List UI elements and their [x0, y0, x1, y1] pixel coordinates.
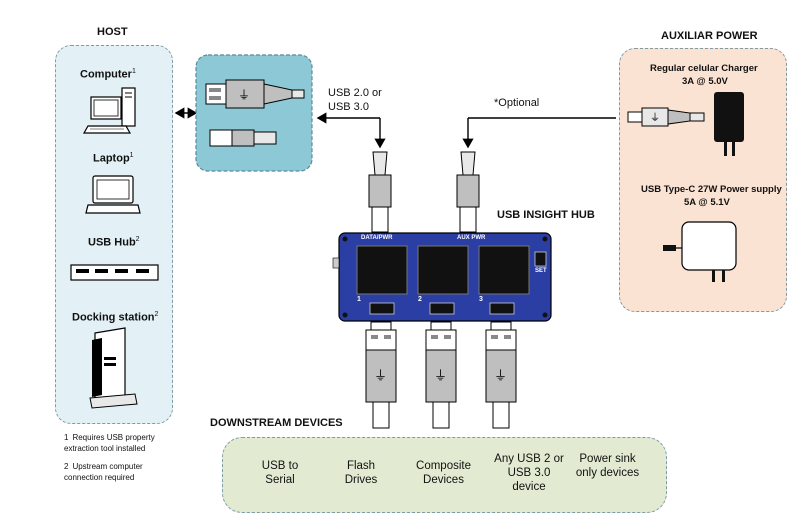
downstream-plug-1: ⏚ — [365, 321, 397, 429]
usb-hub-icon — [70, 264, 159, 281]
aux-pwr-plug — [456, 151, 480, 233]
computer-label: Computer1 — [80, 68, 136, 81]
downstream-device-flash-drives: Flash Drives — [344, 460, 378, 486]
data-pwr-plug — [368, 151, 392, 233]
downstream-title: DOWNSTREAM DEVICES — [210, 417, 343, 429]
regular-charger-icon: ⏚ — [627, 92, 744, 156]
usb-insight-hub-board — [332, 232, 552, 322]
usb-cable-box: ⏚ — [195, 54, 313, 172]
usb-hub-label: USB Hub2 — [88, 236, 140, 249]
svg-text:⏚: ⏚ — [650, 112, 660, 124]
hub-port-number-3: 3 — [479, 296, 483, 303]
laptop-icon — [85, 175, 141, 214]
aux-power-title: AUXILIAR POWER — [661, 30, 758, 42]
downstream-device-usb-serial: USB to Serial — [261, 460, 299, 486]
host-title: HOST — [97, 26, 128, 38]
typec-rating: 5A @ 5.1V — [684, 197, 730, 208]
svg-text:⏚: ⏚ — [434, 369, 447, 384]
typec-power-supply-icon — [663, 221, 737, 282]
hub-data-pwr-label: DATA/PWR — [361, 235, 393, 241]
hub-port-number-1: 1 — [357, 296, 361, 303]
charger-name: Regular celular Charger — [650, 63, 758, 74]
svg-text:⏚: ⏚ — [374, 369, 387, 384]
optional-label: *Optional — [494, 97, 540, 109]
downstream-device-composite: Composite Devices — [416, 460, 471, 486]
computer-icon — [82, 87, 136, 134]
docking-station-label: Docking station2 — [72, 311, 159, 324]
downstream-panel — [222, 437, 667, 513]
svg-text:⏚: ⏚ — [238, 88, 250, 102]
hub-port-number-2: 2 — [418, 296, 422, 303]
downstream-plug-3: ⏚ — [485, 321, 517, 429]
downstream-device-any-usb: Any USB 2 or USB 3.0 device — [494, 453, 564, 493]
docking-station-icon — [89, 327, 138, 409]
svg-text:⏚: ⏚ — [494, 369, 507, 384]
hub-onoff-label: ON/OFF — [328, 247, 334, 270]
usb-version-label: USB 2.0 or USB 3.0 — [328, 87, 382, 113]
downstream-device-power-sink: Power sink only devices — [575, 453, 640, 479]
typec-name: USB Type-C 27W Power supply — [641, 184, 782, 195]
charger-rating: 3A @ 5.0V — [682, 76, 728, 87]
laptop-label: Laptop1 — [93, 152, 134, 165]
downstream-plug-2: ⏚ — [425, 321, 457, 429]
hub-title: USB INSIGHT HUB — [497, 209, 595, 221]
hub-set-label: SET — [535, 268, 547, 274]
hub-aux-pwr-label: AUX PWR — [457, 235, 486, 241]
